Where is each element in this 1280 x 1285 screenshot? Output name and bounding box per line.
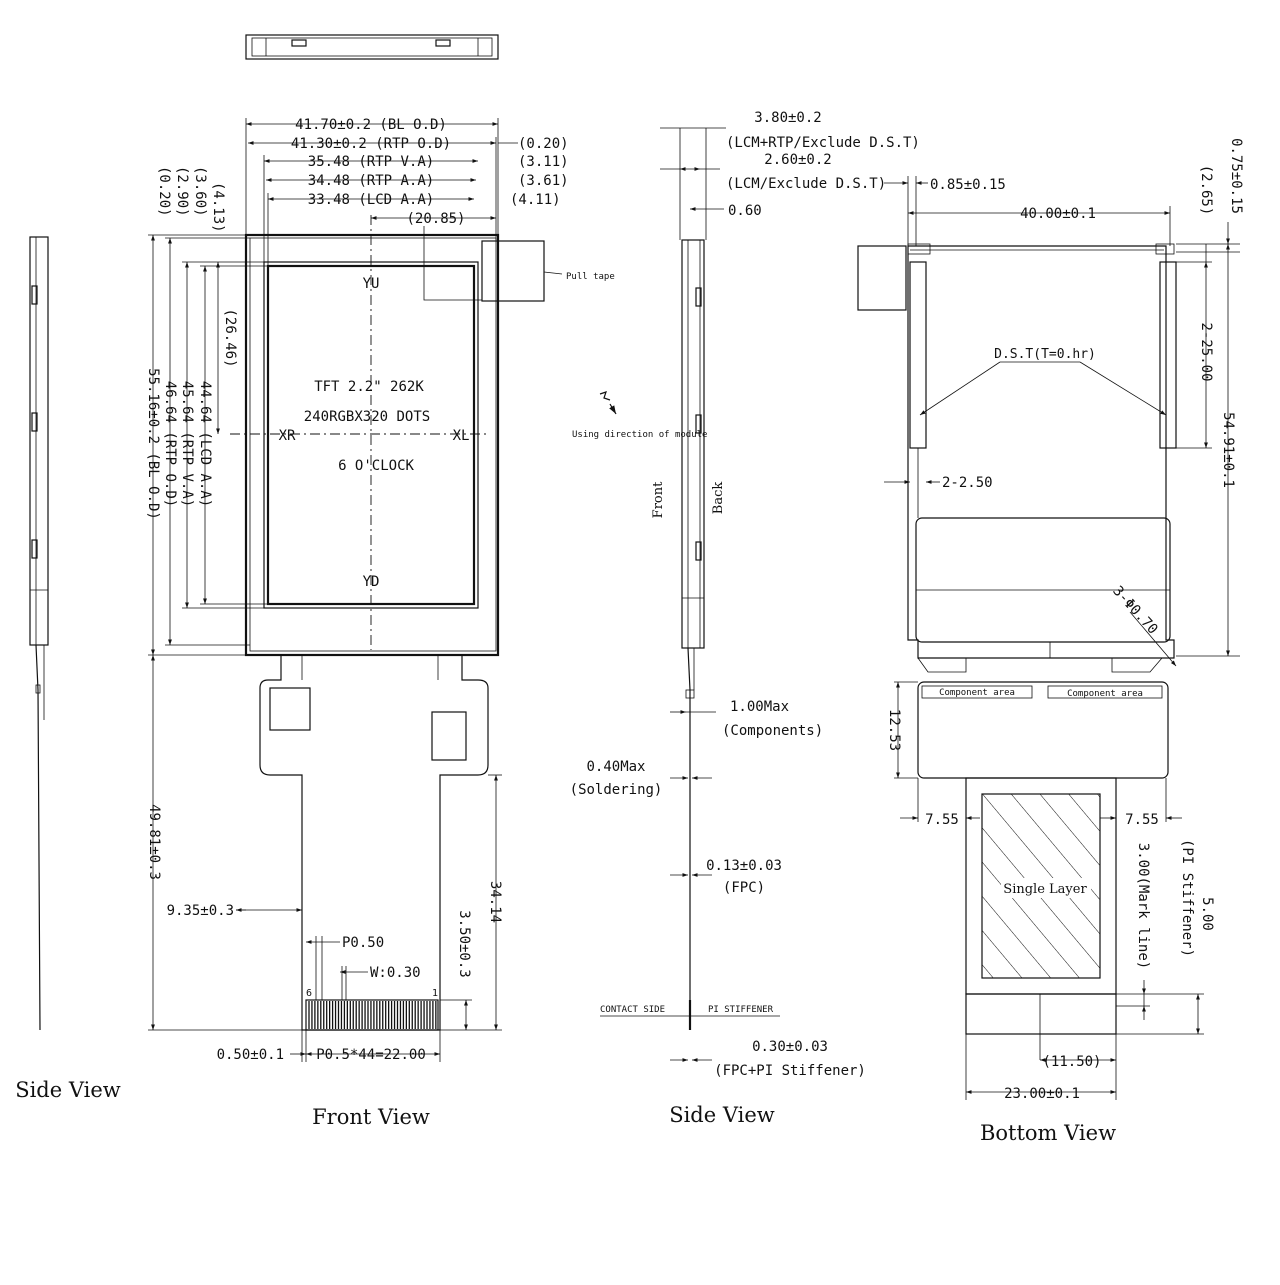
middle-side-dimension-lines xyxy=(600,127,780,1062)
dim-5-00: 5.00 xyxy=(1199,897,1215,931)
side-view-middle-title: Side View xyxy=(669,1103,775,1127)
dim-5-00-note: (PI Stiffener) xyxy=(1179,839,1195,957)
dim-7-55-left: 7.55 xyxy=(925,812,959,828)
soldering-note: (Soldering) xyxy=(570,782,663,798)
back-side-label: Back xyxy=(711,482,726,515)
dim-pitch-total: P0.5*44=22.00 xyxy=(316,1047,426,1063)
dim-2-2-50: 2-2.50 xyxy=(942,475,993,491)
dim-0-85: 0.85±0.15 xyxy=(930,177,1006,193)
bl-outline xyxy=(244,233,500,657)
dst-label: D.S.T(T=0.hr) xyxy=(994,347,1096,362)
front-view-title: Front View xyxy=(312,1105,430,1129)
dim-right-offset-3: (3.61) xyxy=(518,173,569,189)
pull-tape xyxy=(481,240,545,302)
fpc-pi-note: (FPC+PI Stiffener) xyxy=(714,1063,866,1079)
viewing-direction: 6 O'CLOCK xyxy=(338,458,414,474)
dim-components: 1.00Max xyxy=(730,699,789,715)
dim-fpc-pi: 0.30±0.03 xyxy=(752,1039,828,1055)
front-bottom-dimension-lines xyxy=(290,774,502,1062)
pin-lines xyxy=(308,1001,437,1029)
dim-left-offset-4: (4.13) xyxy=(210,182,226,233)
single-layer-label: Single Layer xyxy=(1003,882,1087,897)
module-resolution: 240RGBX320 DOTS xyxy=(304,409,430,425)
middle-side-view xyxy=(599,239,705,1030)
dim-3-00: 3.00(Mark line) xyxy=(1135,843,1151,969)
dim-holes: 3-Φ0.70 xyxy=(1109,583,1160,638)
dim-lcd-aa-width: 33.48 (LCD A.A) xyxy=(308,192,434,208)
dim-fpc: 0.13±0.03 xyxy=(706,858,782,874)
dim-3-80-note: (LCM+RTP/Exclude D.S.T) xyxy=(726,135,920,151)
dim-11-50: (11.50) xyxy=(1042,1054,1101,1070)
dim-rtp-od-width: 41.30±0.2 (RTP O.D) xyxy=(291,136,451,152)
dim-7-55-right: 7.55 xyxy=(1125,812,1159,828)
dim-26-46: (26.46) xyxy=(222,308,238,367)
dim-40-00: 40.00±0.1 xyxy=(1020,206,1096,222)
bottom-view-dimension-lines xyxy=(884,176,1240,1100)
mark-yd: YD xyxy=(363,574,380,590)
dim-left-offset-3: (3.60) xyxy=(192,166,208,217)
dim-pitch: P0.50 xyxy=(342,935,384,951)
dim-0-75: 0.75±0.15 xyxy=(1228,138,1244,214)
mark-xl: XL xyxy=(453,428,470,444)
dim-9-35: 9.35±0.3 xyxy=(167,903,234,919)
dim-soldering: 0.40Max xyxy=(586,759,645,775)
pull-tape-label: Pull tape xyxy=(566,272,615,282)
component-area-left: Component area xyxy=(939,688,1015,698)
dim-20-85: (20.85) xyxy=(406,211,465,227)
dim-left-offset-2: (2.90) xyxy=(174,166,190,217)
components-note: (Components) xyxy=(722,723,823,739)
dim-2-65: (2.65) xyxy=(1198,165,1214,216)
front-side-label: Front xyxy=(651,481,666,518)
dim-right-offset-1: (0.20) xyxy=(518,136,569,152)
dim-rtp-va-width: 35.48 (RTP V.A) xyxy=(308,154,434,170)
front-top-dimension-lines xyxy=(245,118,518,266)
dim-23-00: 23.00±0.1 xyxy=(1004,1086,1080,1102)
fpc-component-right xyxy=(431,711,467,761)
dim-rtp-od-height: 46.64 (RTP O.D) xyxy=(162,381,178,507)
component-area-right: Component area xyxy=(1067,689,1143,699)
dim-12-53: 12.53 xyxy=(886,709,902,751)
pin-last-label: 1 xyxy=(432,988,438,999)
dim-left-offset-1: (0.20) xyxy=(156,166,172,217)
dim-2-60: 2.60±0.2 xyxy=(764,152,831,168)
pi-stiffener-label: PI STIFFENER xyxy=(708,1005,774,1015)
contact-side-label: CONTACT SIDE xyxy=(600,1005,665,1015)
mark-xr: XR xyxy=(279,428,296,444)
dim-rtp-aa-width: 34.48 (RTP A.A) xyxy=(308,173,434,189)
fpc-note: (FPC) xyxy=(723,880,765,896)
top-edge-view xyxy=(245,34,499,60)
dim-lcd-aa-height: 44.64 (LCD A.A) xyxy=(197,381,213,507)
dim-0-60: 0.60 xyxy=(728,203,762,219)
left-side-view xyxy=(29,236,49,1031)
dim-rtp-va-height: 45.64 (RTP V.A) xyxy=(179,381,195,507)
dim-right-offset-4: (4.11) xyxy=(510,192,561,208)
side-view-left-title: Side View xyxy=(15,1078,121,1102)
dim-bl-od-height: 55.16±0.2 (BL O.D) xyxy=(145,368,161,520)
dim-3-50: 3.50±0.3 xyxy=(456,910,472,977)
dim-49-81: 49.81±0.3 xyxy=(146,804,162,880)
fpc-component-left xyxy=(269,687,311,731)
bottom-view-title: Bottom View xyxy=(980,1121,1116,1145)
dim-2-60-note: (LCM/Exclude D.S.T) xyxy=(726,176,886,192)
front-left-dimension-lines xyxy=(148,234,302,1031)
dim-width: W:0.30 xyxy=(370,965,421,981)
using-direction-label: Using direction of module xyxy=(572,430,707,440)
dim-3-80: 3.80±0.2 xyxy=(754,110,821,126)
dim-0-50: 0.50±0.1 xyxy=(217,1047,284,1063)
mark-yu: YU xyxy=(363,276,380,292)
dim-right-offset-2: (3.11) xyxy=(518,154,569,170)
front-view xyxy=(230,215,563,1031)
bottom-view xyxy=(857,243,1177,1060)
module-type: TFT 2.2" 262K xyxy=(314,379,424,395)
dim-bl-od-width: 41.70±0.2 (BL O.D) xyxy=(295,117,447,133)
contact-pins xyxy=(305,999,439,1031)
dim-2-25: 2-25.00 xyxy=(1198,322,1214,381)
dim-34-14: 34.14 xyxy=(487,881,503,923)
pin-first-label: 6 xyxy=(306,988,312,999)
dim-54-91: 54.91±0.1 xyxy=(1220,412,1236,488)
